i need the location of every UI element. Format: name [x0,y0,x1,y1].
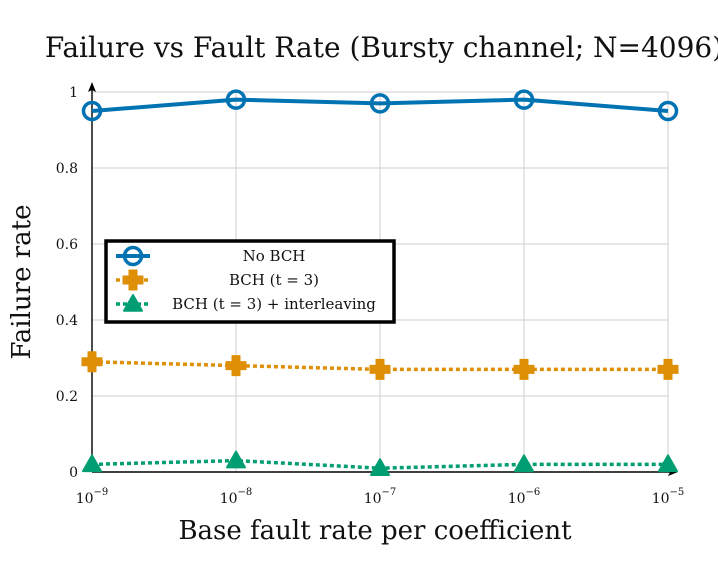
data-point-marker [225,89,247,110]
legend-entry: BCH (t = 3) [116,269,319,291]
y-tick-label: 1 [69,85,78,101]
x-tick-label: 10−8 [220,487,253,507]
series-line [91,97,669,113]
legend: No BCH BCH (t = 3) BCH (t = 3) + interleav… [104,239,396,324]
y-axis-arrow [88,82,96,92]
data-point-marker [370,458,390,476]
chart-title: Failure vs Fault Rate (Bursty channel; N… [45,31,718,64]
y-tick-label: 0.8 [56,161,78,177]
x-tick-label: 10−5 [652,487,685,507]
legend-label: BCH (t = 3) + interleaving [172,295,376,313]
legend-label: No BCH [243,247,306,265]
data-point-marker [82,454,102,473]
y-tick-label: 0.6 [56,237,78,253]
legend-entry: No BCH [116,245,306,267]
data-point-marker [513,358,535,380]
x-tick-label: 10−7 [364,487,397,507]
legend-marker [123,294,143,312]
data-point-marker [513,89,535,110]
series-circle [81,89,679,122]
x-axis-label: Base fault rate per coefficient [178,516,572,546]
data-point-marker [657,100,679,122]
y-axis-label: Failure rate [7,205,37,360]
legend-label: BCH (t = 3) [229,271,319,289]
x-tick-label: 10−6 [508,487,541,507]
legend-entry: BCH (t = 3) + interleaving [116,294,376,313]
series-cross [81,351,679,380]
data-point-marker [514,454,534,473]
y-tick-label: 0 [69,465,78,481]
data-point-marker [369,93,391,114]
data-point-marker [657,358,679,380]
legend-marker [122,245,144,267]
data-point-marker [81,100,103,122]
y-tick-label: 0.2 [56,389,78,405]
series-triangle [82,450,678,476]
data-point-marker [225,355,247,377]
data-point-marker [369,358,391,380]
data-point-marker [81,351,103,373]
legend-marker [122,269,144,291]
series-layer [81,89,679,476]
data-point-marker [226,450,246,469]
data-point-marker [658,454,678,473]
x-tick-label: 10−9 [76,487,109,507]
y-tick-label: 0.4 [56,313,78,329]
tick-labels: 10−9 10−8 10−7 10−6 10−5 0 0.2 0.4 0.6 0.8 1 [56,85,685,507]
legend-box [104,239,396,324]
